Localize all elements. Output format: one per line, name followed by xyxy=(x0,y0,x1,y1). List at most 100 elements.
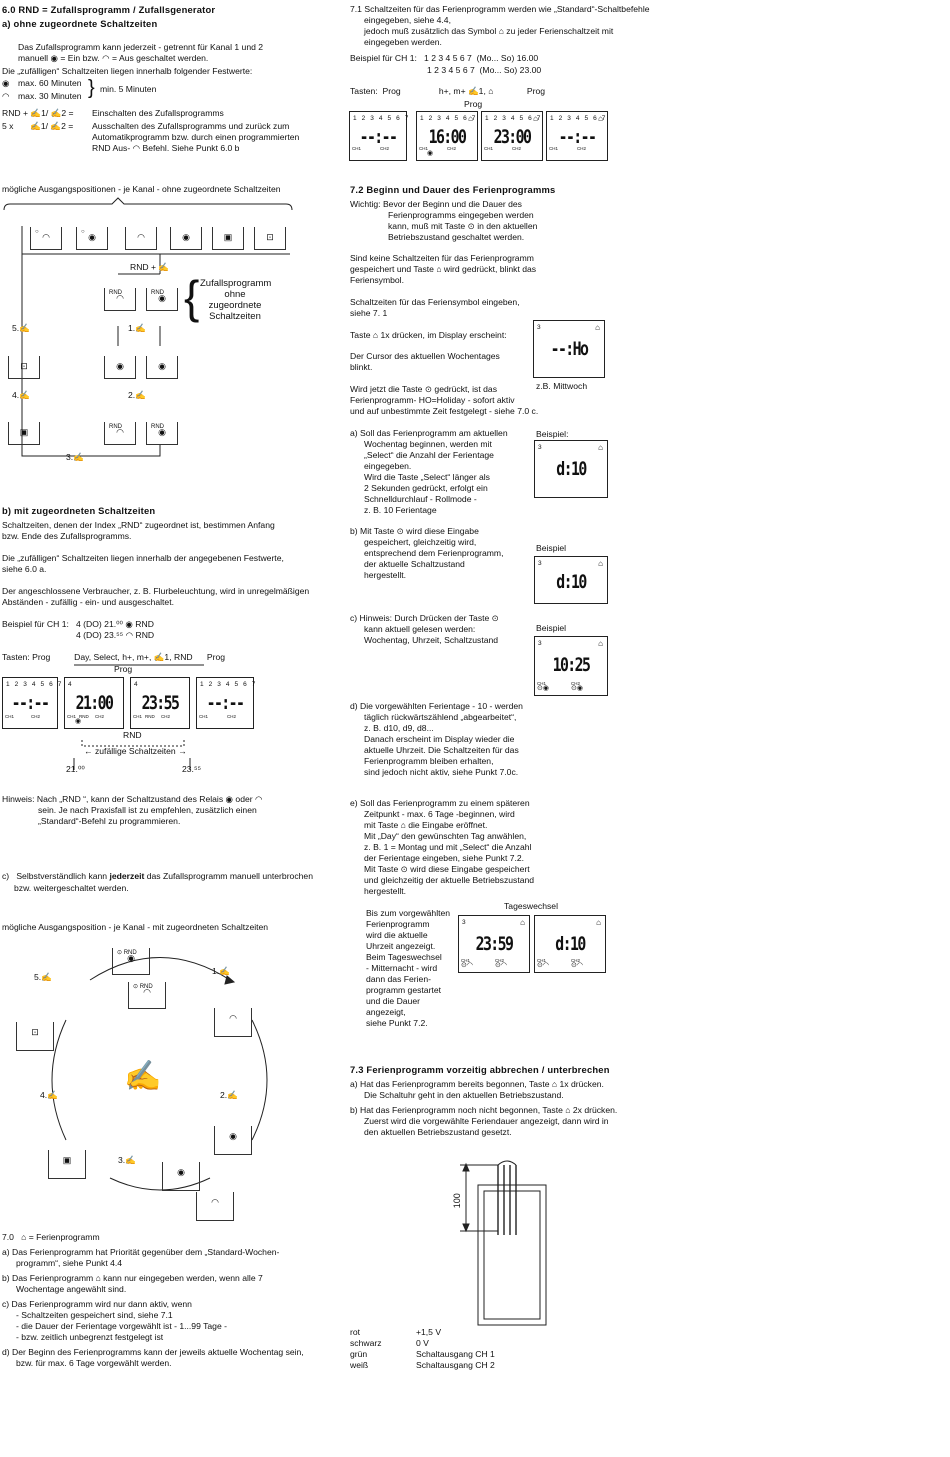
text-line: programm“, siehe Punkt 4.4 xyxy=(16,1258,123,1268)
text-line: eingegeben. xyxy=(364,461,412,471)
rnd-plus-label: RND + ✍ xyxy=(130,262,170,272)
text-line: siehe 7. 1 xyxy=(350,308,388,318)
command-text: Einschalten des Zufallsprogramms xyxy=(92,108,224,118)
on-symbol-icon: ◉ xyxy=(75,718,82,726)
text-line: Zuerst wird die vorgewählte Feriendauer … xyxy=(364,1116,609,1126)
lcd-time: --:Ho xyxy=(550,338,589,360)
step-label: 4.✍ xyxy=(12,390,30,400)
text-line: 7.1 Schaltzeiten für das Ferienprogramm … xyxy=(350,4,650,14)
lcd-days: 1 2 3 4 5 6 7 xyxy=(200,681,257,688)
off-symbol-icon: ◠ xyxy=(2,91,10,101)
text-line: - Mitternacht - wird xyxy=(366,963,438,973)
text-line: und gleichzeitig der aktuelle Betriebszu… xyxy=(364,875,535,885)
lcd-time: 23:55 xyxy=(141,692,180,714)
text-line: Die „zufälligen“ Schaltzeiten liegen inn… xyxy=(2,66,253,76)
text-line: max. 30 Minuten xyxy=(18,91,82,101)
lcd-ch2: CH2 xyxy=(380,146,390,152)
text-line: a) Das Ferienprogramm hat Priorität gege… xyxy=(2,1247,280,1257)
text-line: manuell ◉ = Ein bzw. ◠ = Aus geschaltet … xyxy=(18,53,209,63)
lcd-ch2: CH2 xyxy=(31,714,41,720)
lcd-time: --:-- xyxy=(11,692,50,714)
wire-color: schwarz xyxy=(350,1338,382,1348)
state-box: ▣ xyxy=(8,422,40,445)
lcd-ch2: CH2 xyxy=(447,146,457,152)
lcd-display: 1 2 3 4 5 6 7 ⌂ --:-- CH1 CH2 xyxy=(546,111,608,161)
text-line: - Schaltzeiten gespeichert sind, siehe 7… xyxy=(16,1310,173,1320)
lcd-ch2: CH2 xyxy=(95,714,105,720)
text-line: c) Hinweis: Durch Drücken der Taste ⊙ xyxy=(350,613,499,623)
wire-function: +1,5 V xyxy=(416,1327,442,1337)
time-label: 23.⁵⁵ xyxy=(182,764,202,774)
caption: z.B. Mittwoch xyxy=(536,381,588,391)
holiday-icon: ⌂ xyxy=(595,323,600,332)
brace-icon: { xyxy=(184,271,200,323)
text-line: Beispiel für CH 1: 1 2 3 4 5 6 7 (Mo... … xyxy=(350,53,539,63)
text-line: c) Selbstverständlich kann jederzeit das… xyxy=(2,871,313,882)
text-line: bzw. Ende des Zufallsprogramms. xyxy=(2,531,132,541)
state-box: RND◉ xyxy=(146,422,178,445)
text-line: hergestellt. xyxy=(364,570,407,580)
text-line: Schaltzeiten, denen der Index „RND“ zuge… xyxy=(2,520,275,530)
lcd-display: 3 ⌂ 23:59 CH1 CH2 ⊙◠ ⊙◠ xyxy=(458,915,530,973)
state-box: RND◉ xyxy=(146,288,178,311)
state-box: ◠ xyxy=(196,1192,234,1221)
lcd-display: 3 ⌂ --:Ho xyxy=(533,320,605,378)
holiday-icon: ⌂ xyxy=(520,918,525,927)
command-text: Automatikprogramm bzw. durch einen progr… xyxy=(92,132,300,142)
lcd-days: 1 2 3 4 5 6 7 xyxy=(6,681,63,688)
lcd-ch1: CH1 xyxy=(67,714,77,720)
state-box: RND◠ xyxy=(104,288,136,311)
text-line: Ferienprogramm xyxy=(366,919,430,929)
text-line: programm gestartet xyxy=(366,985,441,995)
lcd-ch2: CH2 xyxy=(571,681,581,687)
text-line: Betriebszustand geschaltet werden. xyxy=(388,232,525,242)
state-box: ⊡ xyxy=(16,1022,54,1051)
subheading-b: b) mit zugeordneten Schaltzeiten xyxy=(2,505,156,516)
text-line: kann, muß mit Taste ⊙ in den aktuellen xyxy=(388,221,538,231)
lcd-ch2: CH2 xyxy=(512,146,522,152)
lcd-days: 3 xyxy=(538,444,544,451)
section-title-7-2: 7.2 Beginn und Dauer des Ferienprogramms xyxy=(350,184,556,195)
state-box: ◉ xyxy=(104,356,136,379)
para-d: d) Die vorgewählten Ferientage - 10 - we… xyxy=(350,701,523,778)
text-line: max. 60 Minuten xyxy=(18,78,82,88)
step-label: 5.✍ xyxy=(12,323,30,333)
time-label: 21.⁰⁰ xyxy=(66,764,85,774)
text-line: hergestellt. xyxy=(364,886,407,896)
command-text: RND Aus- ◠ Befehl. Siehe Punkt 6.0 b xyxy=(92,143,240,153)
program-diagram xyxy=(3,197,293,457)
text-line: Schaltzeiten für das Feriensymbol eingeb… xyxy=(350,297,520,307)
holiday-icon: ⌂ xyxy=(533,114,538,123)
hand-icon: ✍ xyxy=(124,1060,162,1093)
text-line: entsprechend dem Ferienprogramm, xyxy=(364,548,504,558)
lcd-ch1: CH1 xyxy=(419,146,429,152)
lcd-ch2: CH2 xyxy=(227,714,237,720)
lcd-display: 1 2 3 4 5 6 7 --:-- CH1 CH2 xyxy=(196,677,257,729)
lcd-time: 16:00 xyxy=(428,126,467,148)
example-row: 4 (DO) 23.⁵⁵ ◠ RND xyxy=(76,630,155,640)
para-c: c) Hinweis: Durch Drücken der Taste ⊙ ka… xyxy=(350,613,499,646)
keys-line: Tasten: Prog Day, Select, h+, m+, ✍1, RN… xyxy=(2,652,226,662)
text-line: der Ferientage eingeben, siehe Punkt 7.2… xyxy=(364,853,525,863)
example-row: 4 (DO) 21.⁰⁰ ◉ RND xyxy=(76,619,154,629)
text-line: siehe 6.0 a. xyxy=(2,564,47,574)
text-line: der aktuelle Schaltzustand xyxy=(364,559,465,569)
text-line: b) Das Ferienprogramm ⌂ kann nur eingege… xyxy=(2,1273,263,1283)
clock-off-icon: ⊙◠ xyxy=(537,962,549,970)
lcd-ch2: CH2 xyxy=(161,714,171,720)
text-line: wird die aktuelle xyxy=(366,930,428,940)
lcd-display: 1 2 3 4 5 6 7 --:-- CH1 CH2 xyxy=(2,677,61,729)
holiday-icon: ⌂ xyxy=(598,559,603,568)
text-line: gespeichert und Taste ⌂ wird gedrückt, b… xyxy=(350,264,537,274)
state-box: ◠ xyxy=(125,227,157,250)
rnd-label: ⊙ RND xyxy=(117,950,137,956)
wiring-diagram xyxy=(460,1160,547,1326)
text-line: Wichtig: Bevor der Beginn und die Dauer … xyxy=(350,199,522,209)
holiday-icon: ⌂ xyxy=(596,918,601,927)
hint-line: „Standard“-Befehl zu programmieren. xyxy=(38,816,181,826)
prog-label: Prog xyxy=(464,99,483,109)
step-label: 1.✍ xyxy=(212,966,230,976)
text-line: Sind keine Schaltzeiten für das Ferienpr… xyxy=(350,253,534,263)
lcd-days: 1 2 3 4 5 6 7 xyxy=(485,115,542,122)
text-line: - bzw. zeitlich unbegrenzt festgelegt is… xyxy=(16,1332,164,1342)
